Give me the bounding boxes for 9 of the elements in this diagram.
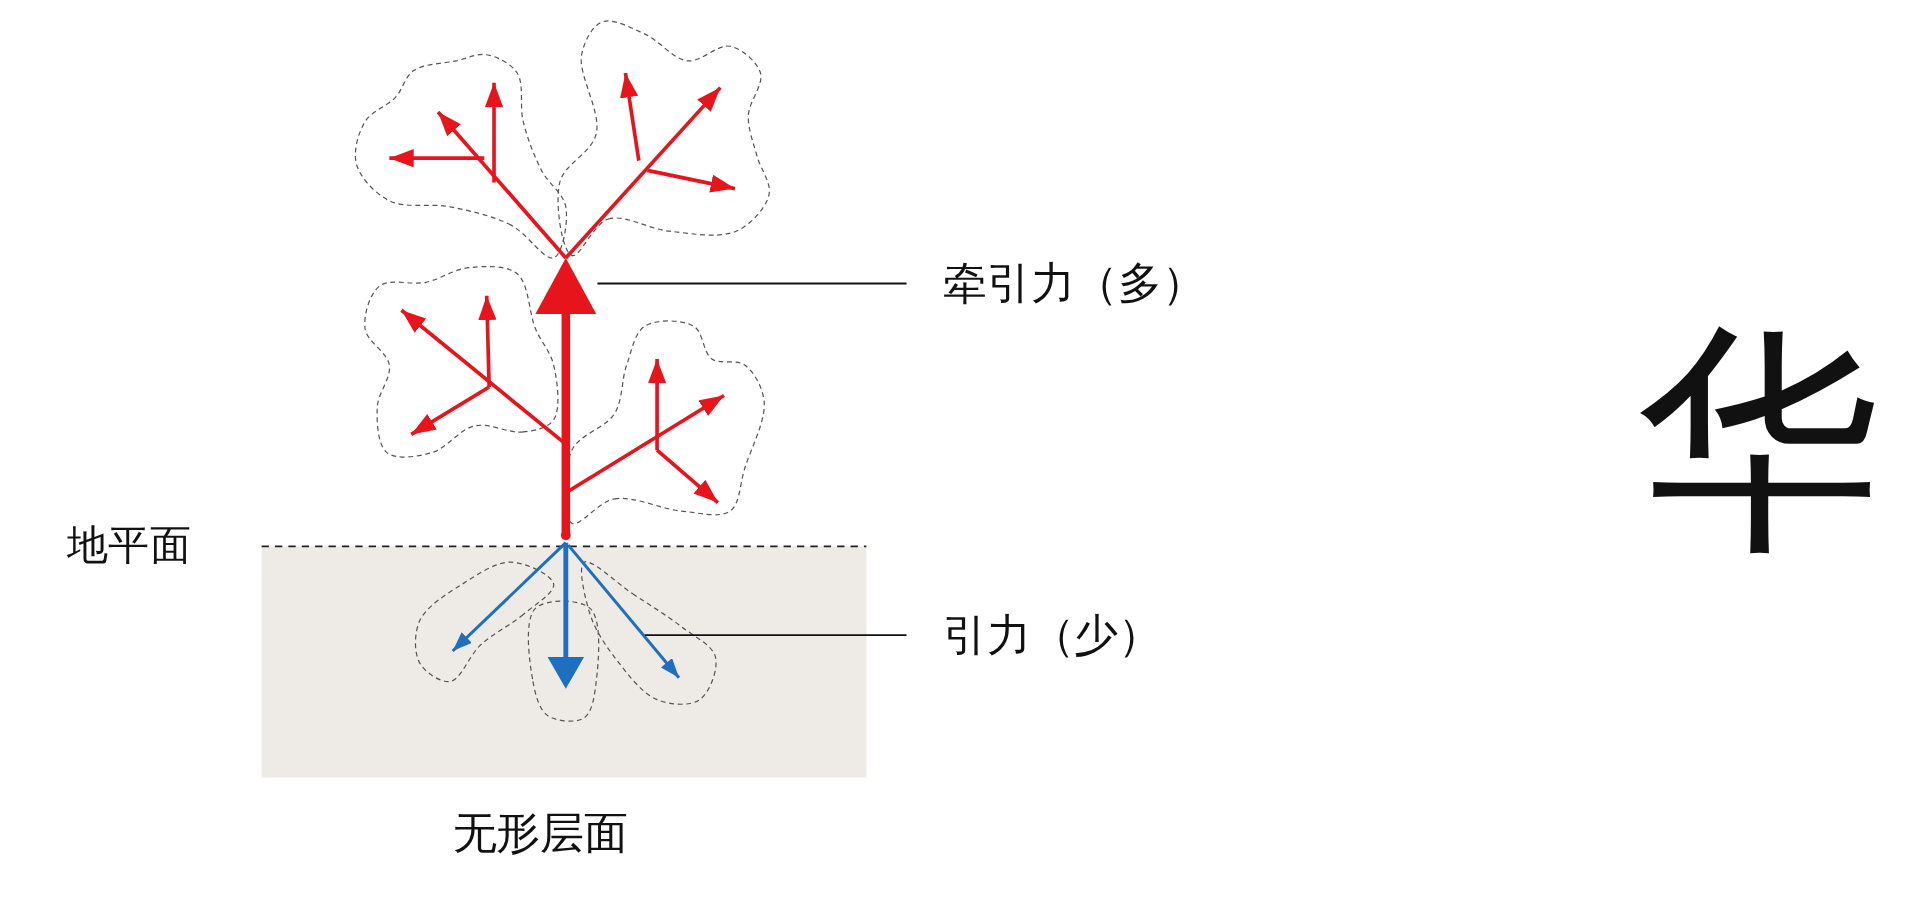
force-label: 牵引力（多） [943, 261, 1206, 306]
chinese-character: 华 [1636, 318, 1880, 563]
ground-level-label: 地平面 [66, 523, 192, 565]
diagonal-arrow [567, 544, 681, 679]
force-label: 引力（少） [943, 613, 1163, 658]
layer-label: 无形层面 [452, 811, 628, 856]
upward-arrow [535, 257, 597, 541]
leader-line [596, 282, 908, 285]
leader-line [644, 634, 908, 637]
